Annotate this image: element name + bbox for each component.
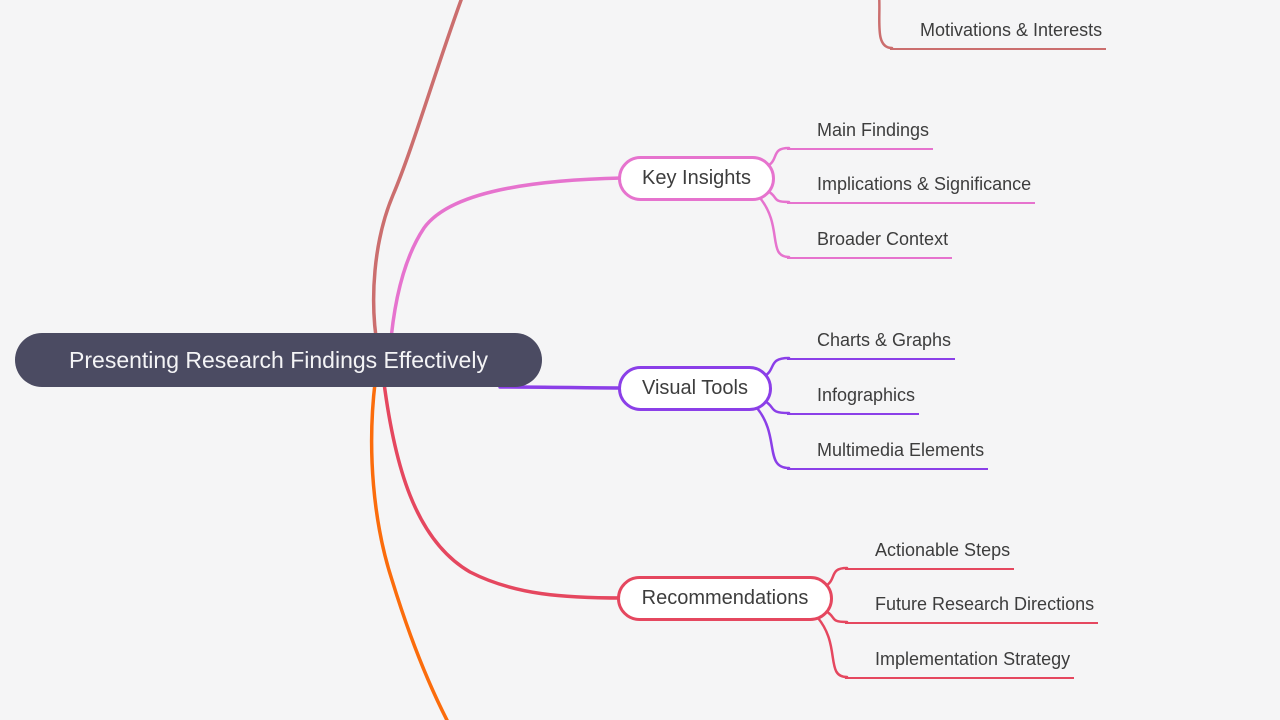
connector-implementation xyxy=(816,616,849,679)
connector-motivations xyxy=(878,0,894,50)
branch-node-visual-tools[interactable]: Visual Tools xyxy=(618,366,772,411)
connector-multimedia xyxy=(755,406,791,470)
root-node[interactable]: Presenting Research Findings Effectively xyxy=(15,333,542,387)
child-node-implications-significance[interactable]: Implications & Significance xyxy=(787,174,1036,204)
child-node-actionable-steps[interactable]: Actionable Steps xyxy=(845,540,1015,570)
branch-curve-recommendations xyxy=(381,373,624,600)
child-node-multimedia-elements[interactable]: Multimedia Elements xyxy=(787,440,989,470)
child-node-charts-graphs[interactable]: Charts & Graphs xyxy=(787,330,956,360)
child-node-motivations-interests[interactable]: Motivations & Interests xyxy=(890,20,1107,50)
branch-curve-offscreen-bottom xyxy=(369,373,449,720)
branch-node-key-insights[interactable]: Key Insights xyxy=(618,156,775,201)
child-node-future-research-directions[interactable]: Future Research Directions xyxy=(845,594,1099,624)
connector-broader-context xyxy=(758,196,791,259)
child-node-main-findings[interactable]: Main Findings xyxy=(787,120,934,150)
child-node-implementation-strategy[interactable]: Implementation Strategy xyxy=(845,649,1075,679)
branch-curve-key-insights xyxy=(388,176,624,352)
child-node-infographics[interactable]: Infographics xyxy=(787,385,920,415)
branch-node-recommendations[interactable]: Recommendations xyxy=(617,576,833,621)
branch-curve-visual-tools xyxy=(498,385,624,390)
branch-curve-audience-offscreen-top xyxy=(371,0,463,352)
child-node-broader-context[interactable]: Broader Context xyxy=(787,229,953,259)
